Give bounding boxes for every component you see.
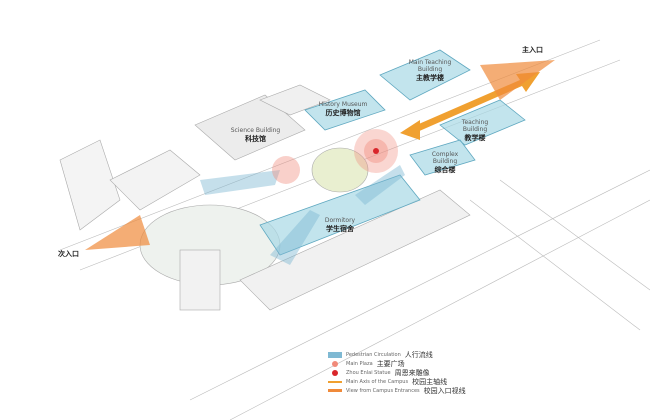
pedestrian-swatch-icon — [328, 351, 342, 358]
legend-zh: 校园主轴线 — [412, 377, 448, 386]
legend-en: Main Plaza — [346, 360, 373, 367]
label-zh: 学生宿舍 — [326, 224, 354, 233]
label-zh: 科技馆 — [245, 134, 266, 143]
view-cone-icon — [328, 389, 342, 392]
legend-en: View from Campus Entrances — [346, 387, 420, 394]
label-zh: 教学楼 — [464, 133, 486, 142]
label-zh: 历史博物馆 — [325, 108, 361, 117]
statue-dot-icon — [332, 369, 338, 376]
label-en: History Museum — [318, 101, 368, 108]
label-en: Teaching Building — [461, 119, 489, 133]
legend-zh: 主要广场 — [376, 359, 405, 368]
buildings-base — [59, 84, 471, 311]
label-en: Main Teaching Building — [408, 59, 452, 73]
legend-en: Zhou Enlai Statue — [346, 369, 391, 376]
legend-en: Main Axis of the Campus — [346, 378, 409, 385]
legend-zh: 周恩来雕像 — [394, 368, 430, 377]
pedestrian-circulation — [200, 165, 405, 265]
label-secondary-entrance: 次入口 — [58, 250, 79, 258]
axis-arrow-icon — [328, 380, 342, 383]
main-entrance-view-cone — [480, 60, 555, 100]
label-main-entrance: 主入口 — [522, 46, 543, 54]
legend-en: Pedestrian Circulation — [346, 351, 401, 358]
legend-zh: 人行流线 — [404, 350, 433, 359]
label-zh: 主教学楼 — [416, 73, 444, 82]
legend-zh: 校园入口视线 — [423, 386, 466, 395]
plaza-dot-icon — [332, 360, 338, 367]
secondary-entrance-view-cone — [85, 215, 150, 250]
label-en: Science Building — [230, 127, 281, 134]
highlighted-buildings — [259, 49, 526, 256]
statue-marker — [373, 148, 379, 154]
label-en: Complex Building — [431, 151, 459, 165]
label-zh: 综合楼 — [434, 165, 456, 174]
label-en: Dormitory — [324, 217, 356, 224]
